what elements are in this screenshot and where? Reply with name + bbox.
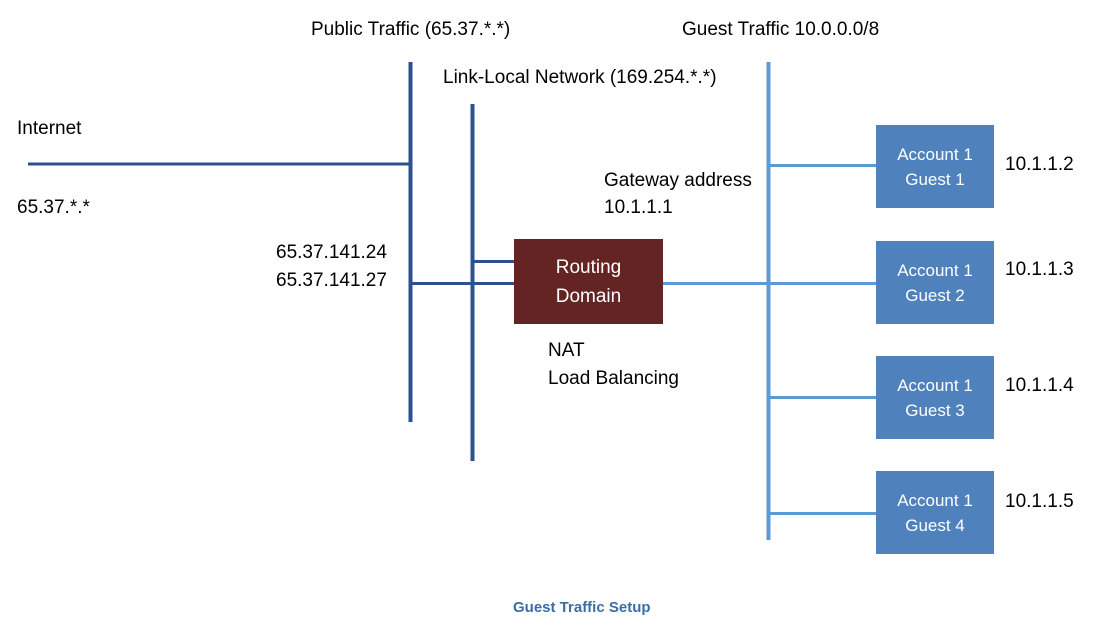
guest-node-3-ip: 10.1.1.4: [1005, 375, 1074, 396]
public-ip-2-label: 65.37.141.27: [276, 270, 387, 291]
nat-label: NAT: [548, 340, 585, 361]
link-local-network-label: Link-Local Network (169.254.*.*): [443, 67, 717, 88]
guest-node-1[interactable]: Account 1 Guest 1: [876, 125, 994, 208]
guest-node-3[interactable]: Account 1 Guest 3: [876, 356, 994, 439]
routing-domain-line-2: Domain: [555, 285, 622, 307]
guest-node-1-ip: 10.1.1.2: [1005, 154, 1074, 175]
guest-node-4[interactable]: Account 1 Guest 4: [876, 471, 994, 554]
guest-node-1-account: Account 1: [897, 144, 973, 164]
guest-node-4-account: Account 1: [897, 490, 973, 510]
diagram-caption: Guest Traffic Setup: [513, 599, 651, 616]
routing-domain-node[interactable]: Routing Domain: [514, 239, 663, 324]
guest-node-2-account: Account 1: [897, 260, 973, 280]
gateway-ip-label: 10.1.1.1: [604, 197, 673, 218]
guest-node-4-name: Guest 4: [905, 515, 965, 535]
guest-node-1-name: Guest 1: [905, 169, 965, 189]
guest-node-2-ip: 10.1.1.3: [1005, 259, 1074, 280]
routing-domain-line-1: Routing: [555, 256, 622, 278]
gateway-address-label: Gateway address: [604, 170, 752, 191]
internet-label: Internet: [17, 118, 82, 139]
internet-ip-range-label: 65.37.*.*: [17, 197, 90, 218]
guest-node-3-account: Account 1: [897, 375, 973, 395]
public-ip-1-label: 65.37.141.24: [276, 242, 387, 263]
guest-traffic-label: Guest Traffic 10.0.0.0/8: [682, 19, 880, 40]
load-balancing-label: Load Balancing: [548, 368, 679, 389]
guest-node-4-ip: 10.1.1.5: [1005, 491, 1074, 512]
guest-node-2-name: Guest 2: [905, 285, 965, 305]
guest-node-3-name: Guest 3: [905, 400, 965, 420]
public-traffic-label: Public Traffic (65.37.*.*): [311, 19, 511, 40]
guest-node-2[interactable]: Account 1 Guest 2: [876, 241, 994, 324]
